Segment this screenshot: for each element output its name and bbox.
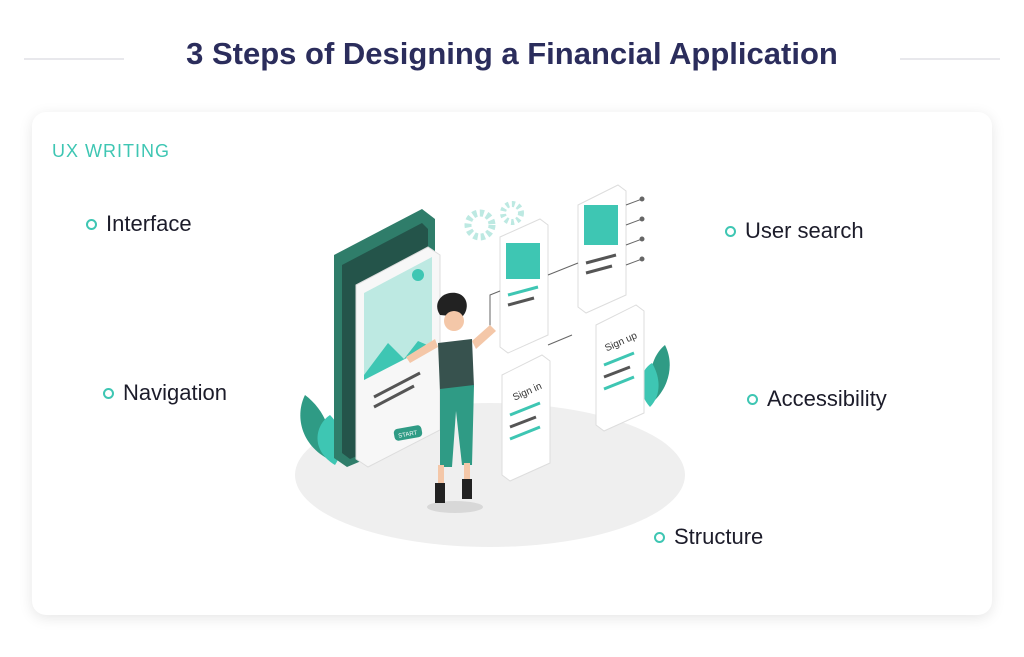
item-label: Interface <box>106 211 192 236</box>
bullet-icon <box>654 531 665 543</box>
item-user-search: User search <box>725 218 864 244</box>
item-navigation: Navigation <box>103 380 227 406</box>
item-label: Structure <box>674 524 764 549</box>
page-title: 3 Steps of Designing a Financial Applica… <box>186 36 838 71</box>
title-rule-right <box>900 58 1000 60</box>
app-design-illustration: START Sign in Sign up <box>295 184 685 547</box>
item-accessibility: Accessibility <box>747 386 887 412</box>
title-rule-left <box>24 58 124 60</box>
item-label: Navigation <box>123 380 227 405</box>
bullet-icon <box>747 393 758 405</box>
bullet-icon <box>86 218 97 230</box>
section-label: UX WRITING <box>52 141 170 161</box>
sign-up-screen: Sign up <box>595 304 645 432</box>
item-interface: Interface <box>86 211 192 237</box>
start-screen: START <box>355 246 441 468</box>
start-button <box>393 425 423 441</box>
bullet-icon <box>725 225 736 237</box>
start-button-label: START <box>398 430 418 439</box>
person-figure <box>406 292 496 513</box>
leaf-right-icon <box>640 345 670 407</box>
bullet-icon <box>103 387 114 399</box>
gear-icon <box>464 201 524 241</box>
wireframe-screen-2 <box>577 184 627 314</box>
item-structure: Structure <box>654 524 763 550</box>
item-label: Accessibility <box>767 386 887 411</box>
item-label: User search <box>745 218 864 243</box>
wireframe-screen-1 <box>499 218 549 354</box>
connector-lines <box>489 196 645 346</box>
sign-in-screen: Sign in <box>501 354 551 482</box>
